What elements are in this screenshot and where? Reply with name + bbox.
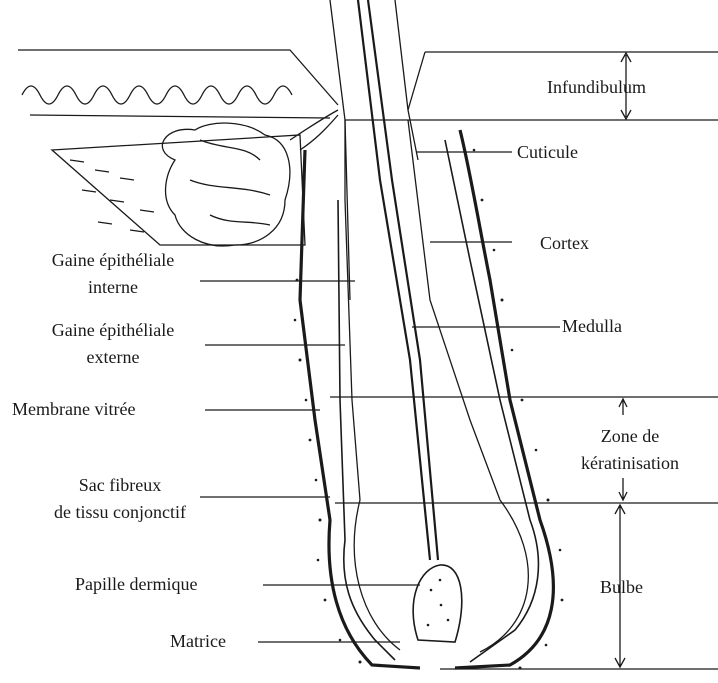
label-zone-line-2: kératinisation [565, 453, 695, 474]
zone-keratinisation-arrow-bottom [619, 478, 627, 500]
label-gaine-externe-line-1: Gaine épithéliale [8, 320, 218, 341]
bulb-inner-curve-right [480, 500, 528, 652]
cortex-line-left [345, 120, 360, 500]
label-sac-fibreux-line-1: Sac fibreux [10, 475, 230, 496]
label-zone-keratinisation: Zone de kératinisation [565, 426, 695, 474]
label-sac-fibreux-line-2: de tissu conjonctif [10, 502, 230, 523]
bulb-inner-curve [354, 500, 400, 650]
cortex-line-right [408, 120, 500, 500]
label-gaine-interne-line-1: Gaine épithéliale [8, 250, 218, 271]
label-membrane-vitree: Membrane vitrée [12, 399, 135, 420]
label-cuticule: Cuticule [517, 142, 578, 163]
inner-sheath-right [445, 140, 538, 662]
label-cortex: Cortex [540, 233, 589, 254]
label-gaine-epitheliale-externe: Gaine épithéliale externe [8, 320, 218, 368]
outer-sheath-right [455, 130, 553, 668]
label-infundibulum: Infundibulum [547, 77, 646, 98]
label-gaine-epitheliale-interne: Gaine épithéliale interne [8, 250, 218, 298]
skin-surface-line [18, 50, 338, 105]
infundibulum-funnel [408, 52, 425, 110]
medulla-line-1 [358, 0, 430, 560]
epidermis-wavy-line [22, 86, 292, 104]
hair-shaft-right [395, 0, 418, 160]
label-bulbe: Bulbe [600, 577, 643, 598]
label-gaine-interne-line-2: interne [8, 277, 218, 298]
sebaceous-dashes [70, 160, 154, 232]
label-zone-line-1: Zone de [565, 426, 695, 447]
label-sac-fibreux: Sac fibreux de tissu conjonctif [10, 475, 230, 523]
lower-epidermis-line [30, 115, 330, 118]
label-matrice: Matrice [170, 631, 226, 652]
dermal-papilla-outline [413, 565, 462, 642]
zone-keratinisation-arrow-top [619, 399, 627, 415]
label-medulla: Medulla [562, 316, 622, 337]
label-gaine-externe-line-2: externe [8, 347, 218, 368]
label-papille-dermique: Papille dermique [75, 574, 197, 595]
inner-sheath-left [338, 200, 395, 660]
sebaceous-gland [52, 110, 338, 246]
